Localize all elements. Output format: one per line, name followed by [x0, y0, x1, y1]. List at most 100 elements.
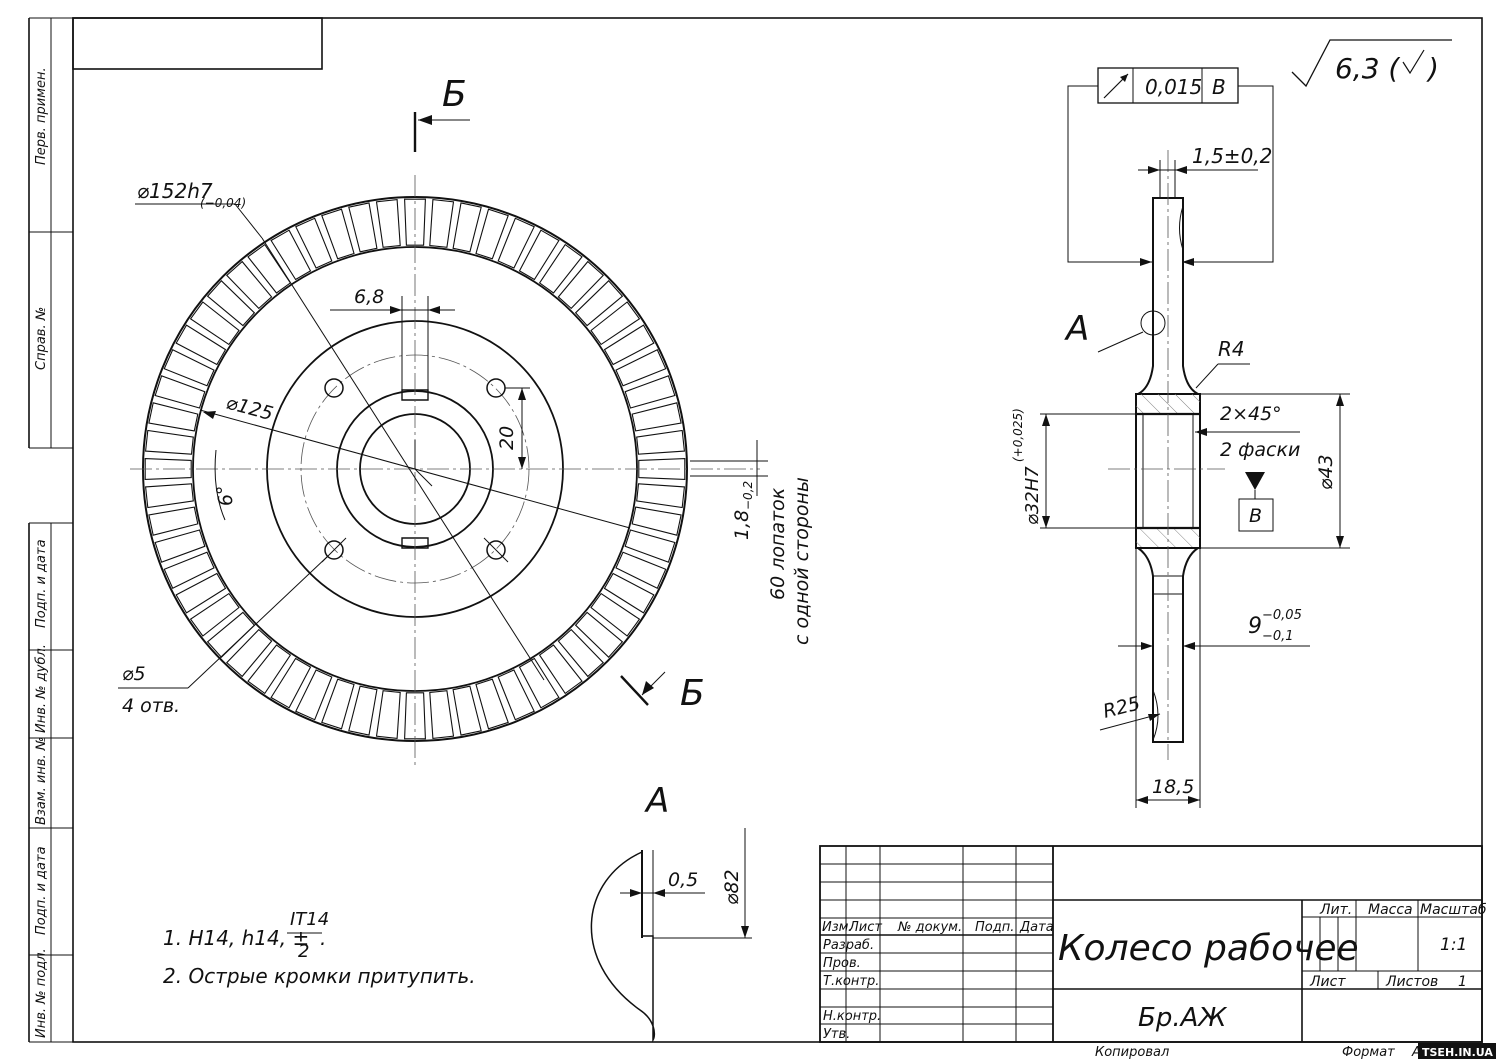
blade — [270, 229, 312, 281]
blade — [557, 628, 604, 678]
blade — [148, 402, 199, 432]
blade — [636, 429, 686, 455]
blade — [404, 692, 426, 740]
tb-col-doc: № докум. — [897, 920, 962, 935]
note-1-prefix: 1. H14, h14, ± — [163, 926, 309, 950]
blade — [624, 529, 676, 563]
side-strip-labels: Перв. примен. Справ. № Подп. и дата Инв.… — [34, 67, 49, 1038]
note-holes: 4 отв. — [122, 695, 180, 717]
blade — [557, 260, 604, 310]
tb-row-tkontr: Т.контр. — [823, 974, 879, 989]
watermark-text: TSEH.IN.UA — [1422, 1046, 1493, 1059]
dim-half-mm: 0,5 — [668, 869, 698, 891]
tb-material: Бр.АЖ — [1138, 1003, 1227, 1033]
blade — [163, 551, 215, 589]
blade — [603, 572, 655, 614]
blade — [638, 458, 686, 480]
blade — [348, 685, 378, 736]
blade — [175, 324, 227, 366]
dim-chamfer: 2×45° — [1220, 403, 1282, 425]
blade — [144, 429, 194, 455]
note-blades-2: с одной стороны — [791, 477, 813, 645]
blade — [206, 280, 256, 327]
dim-d32-tol: (+0,025) — [1011, 408, 1025, 462]
tb-masshtab: Масштаб — [1420, 902, 1487, 918]
tb-listov-value: 1 — [1458, 974, 1467, 990]
blade — [154, 375, 206, 409]
note-2: 2. Острые кромки притупить. — [163, 964, 476, 988]
blade — [348, 202, 378, 253]
dim-one-eight-tol: −0,2 — [741, 481, 755, 510]
blade — [206, 611, 256, 658]
dim-nine-upper: −0,05 — [1262, 608, 1302, 623]
blade — [497, 217, 535, 269]
dim-d152: ⌀152h7 — [137, 179, 213, 203]
blade — [538, 644, 583, 695]
blade — [624, 375, 676, 409]
dim-d43: ⌀43 — [1315, 454, 1337, 490]
section-b-bottom-label: Б — [680, 673, 705, 714]
dim-d32: ⌀32H7 — [1022, 466, 1043, 525]
detail-view-a: А 0,5 ⌀82 — [590, 781, 752, 1043]
blade — [295, 669, 333, 721]
blade — [247, 644, 292, 695]
detail-a-title: А — [644, 781, 669, 821]
dim-six-eight: 6,8 — [354, 286, 384, 308]
dim-width-1-5: 1,5±0,2 — [1192, 144, 1272, 168]
tb-row-utv: Утв. — [823, 1027, 850, 1042]
tb-col-list: Лист — [848, 920, 882, 935]
tb-massa: Масса — [1368, 902, 1413, 918]
blade — [631, 506, 682, 536]
roughness-symbol: 6,3 ( ) — [1291, 39, 1452, 88]
dim-nine-lower: −0,1 — [1262, 629, 1294, 644]
tb-col-podp: Подп. — [975, 920, 1014, 935]
label-sprav-no: Справ. № — [34, 307, 49, 370]
label-inv-dubl: Инв. № дубл. — [34, 644, 49, 733]
blade — [631, 402, 682, 432]
dim-d5: ⌀5 — [122, 663, 146, 685]
section-b-top-label: Б — [442, 74, 467, 115]
dim-d152-tol: (−0,04) — [200, 196, 246, 210]
blade — [226, 628, 273, 678]
dim-chamfer-count: 2 фаски — [1220, 439, 1300, 461]
blade — [615, 349, 667, 387]
blade — [148, 506, 199, 536]
blade — [615, 551, 667, 589]
blade — [475, 208, 509, 260]
blade — [144, 458, 192, 480]
technical-notes: 1. H14, h14, ± IT14 2 . 2. Острые кромки… — [163, 909, 476, 988]
blade — [452, 685, 482, 736]
tb-row-razrab: Разраб. — [823, 938, 874, 953]
blade — [321, 208, 355, 260]
blade — [321, 678, 355, 730]
tb-kopiroval: Копировал — [1095, 1045, 1169, 1060]
blade — [154, 529, 206, 563]
blade — [429, 198, 455, 248]
sheet-frame — [28, 17, 1483, 1043]
blade — [375, 198, 401, 248]
blade — [144, 483, 194, 509]
label-inv-podl: Инв. № подл. — [34, 948, 49, 1038]
blade — [518, 657, 560, 709]
blade — [226, 260, 273, 310]
blade — [295, 217, 333, 269]
blade — [475, 678, 509, 730]
blade — [538, 243, 583, 294]
blade — [189, 301, 240, 346]
tolerance-datum: B — [1212, 75, 1226, 99]
blade — [175, 572, 227, 614]
dim-twenty: 20 — [496, 426, 518, 450]
label-vzam-inv: Взам. инв. № — [34, 737, 49, 825]
datum-b-label: B — [1249, 505, 1262, 527]
tb-col-data: Дата — [1019, 920, 1054, 935]
watermark: TSEH.IN.UA — [1418, 1043, 1496, 1059]
dim-d125: ⌀125 — [224, 392, 276, 426]
blade — [590, 301, 641, 346]
blade — [574, 611, 624, 658]
dim-one-eight: 1,8 — [731, 510, 753, 540]
tolerance-frame: 0,015 B — [1067, 67, 1274, 266]
title-block: Изм. Лист № докум. Подп. Дата Разраб. Пр… — [819, 845, 1487, 1060]
tb-col-izm: Изм. — [822, 920, 853, 935]
blade — [603, 324, 655, 366]
